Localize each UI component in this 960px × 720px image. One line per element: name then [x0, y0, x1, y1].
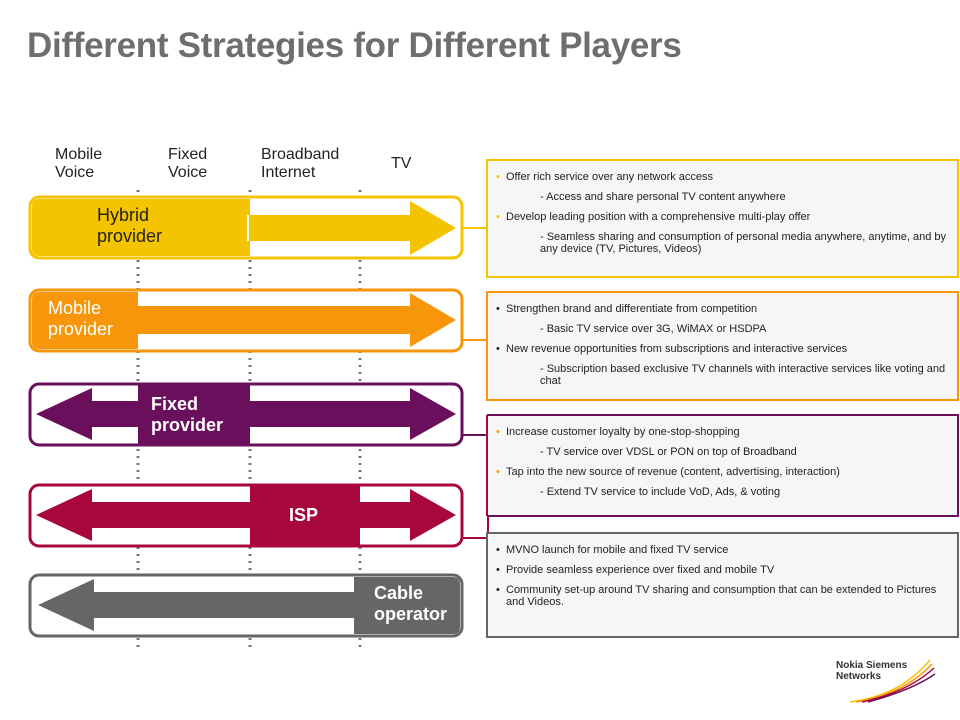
- mobile-provider-row: [28, 288, 464, 353]
- sub-bullet-item: - Basic TV service over 3G, WiMAX or HSD…: [540, 323, 767, 335]
- page-title: Different Strategies for Different Playe…: [27, 26, 682, 65]
- connector-isp: [462, 517, 489, 539]
- isp-label: ISP: [289, 505, 319, 525]
- sub-bullet-item: - Subscription based exclusive TV channe…: [540, 363, 946, 387]
- bullet-item: •Strengthen brand and differentiate from…: [496, 303, 758, 315]
- hybrid-box-border: [486, 159, 959, 278]
- nsn-swoosh-logo-icon: [849, 659, 936, 703]
- bullet-item: •Tap into the new source of revenue (con…: [496, 466, 840, 478]
- bullet-item: •Increase customer loyalty by one-stop-s…: [496, 426, 740, 438]
- fixed-provider-row: [28, 382, 464, 447]
- sub-bullet-item: - Access and share personal TV content a…: [540, 191, 786, 203]
- mobile-provider-description: •Strengthen brand and differentiate from…: [488, 293, 957, 399]
- mobile-box-border: [486, 291, 959, 401]
- cable-operator-row: [28, 573, 464, 638]
- sub-bullet-item: - Seamless sharing and consumption of pe…: [540, 231, 947, 255]
- bullet-item: •Provide seamless experience over fixed …: [496, 564, 775, 576]
- bullet-item: •MVNO launch for mobile and fixed TV ser…: [496, 544, 729, 556]
- bullet-item: •New revenue opportunities from subscrip…: [496, 343, 848, 355]
- bullet-item: •Community set-up around TV sharing and …: [496, 584, 937, 608]
- bullet-item: •Offer rich service over any network acc…: [496, 171, 714, 183]
- hybrid-provider-description: •Offer rich service over any network acc…: [488, 161, 957, 276]
- cable-operator-description: •MVNO launch for mobile and fixed TV ser…: [488, 534, 957, 636]
- cable-box-border: [486, 532, 959, 638]
- fixed-provider-description: •Increase customer loyalty by one-stop-s…: [488, 416, 957, 515]
- isp-row: [28, 483, 464, 548]
- sub-bullet-item: - TV service over VDSL or PON on top of …: [540, 446, 797, 458]
- nsn-logo-text: Nokia Siemens Networks: [836, 660, 908, 682]
- fixed-box-border: [487, 414, 959, 517]
- sub-bullet-item: - Extend TV service to include VoD, Ads,…: [540, 486, 781, 498]
- bullet-item: •Develop leading position with a compreh…: [496, 211, 811, 223]
- hybrid-provider-row: [28, 195, 464, 260]
- column-header-tv: TV: [391, 155, 412, 172]
